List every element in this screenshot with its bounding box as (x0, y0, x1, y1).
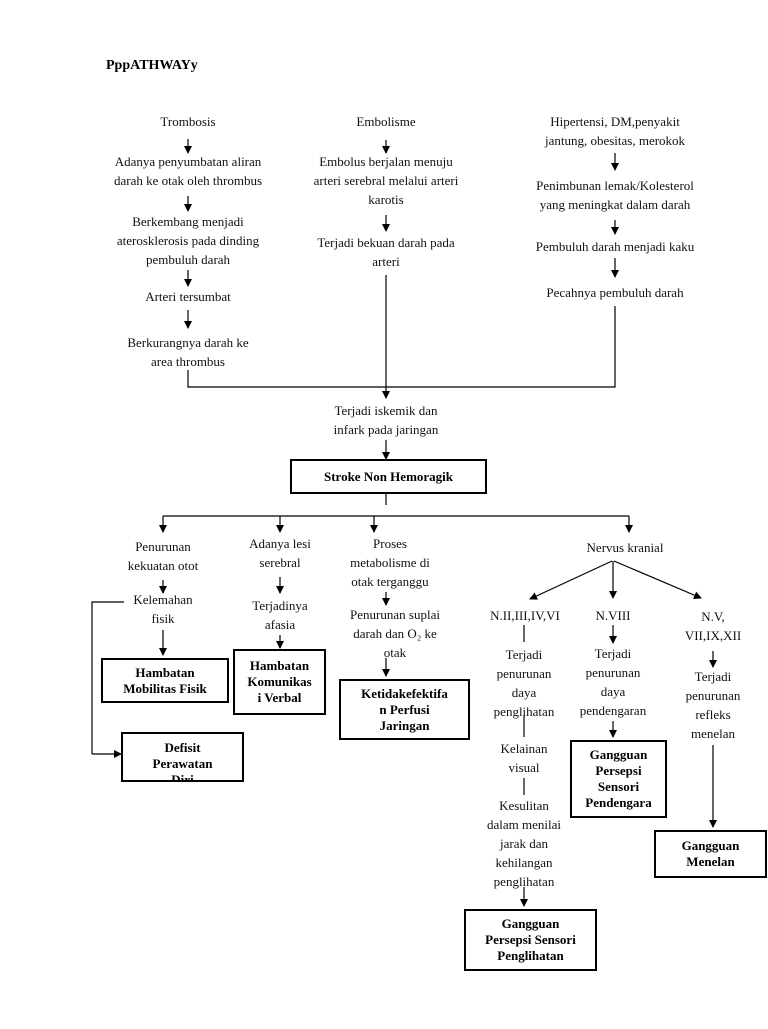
diagnosis-hearing: Gangguan Persepsi Sensori Pendengara (570, 740, 667, 818)
diagnosis-swallow: Gangguan Menelan (654, 830, 767, 878)
visual-step-1: Terjadi penurunan daya penglihatan (493, 647, 555, 719)
diagnosis-mobility: Hambatan Mobilitas Fisik (101, 658, 229, 703)
swallow-step-1: Terjadi penurunan refleks menelan (685, 669, 741, 741)
visual-step-2: Kelainan visual (500, 741, 548, 775)
arrows-motor-branch (91, 580, 167, 758)
motor-step-1: Penurunan kekuatan otot (127, 539, 199, 573)
visual-step-3: Kesulitan dalam menilai jarak dan kehila… (486, 798, 561, 889)
diagnosis-perfusion: Ketidakefektifa n Perfusi Jaringan (339, 679, 470, 740)
hypertension-step-3: Pecahnya pembuluh darah (546, 285, 684, 300)
lesion-step-2: Terjadinya afasia (252, 598, 308, 632)
ischemia-infarct: Terjadi iskemik dan infark pada jaringan (333, 403, 439, 437)
arrows-cranial-branch (520, 560, 717, 907)
merge-lines (159, 275, 633, 533)
cranial-nerve-label: Nervus kranial (586, 540, 664, 555)
nerve-swallow: N.V, VII,IX,XII (684, 609, 742, 643)
motor-step-2: Kelemahan fisik (133, 592, 193, 626)
hearing-step-1: Terjadi penurunan daya pendengaran (579, 646, 647, 718)
diagnosis-self-care: Defisit Perawatan Diri (121, 732, 244, 782)
diagnosis-visual: Gangguan Persepsi Sensori Penglihatan (464, 909, 597, 971)
embolism-step-2: Terjadi bekuan darah pada arteri (317, 235, 455, 269)
lesion-step-1: Adanya lesi serebral (249, 536, 311, 570)
diagnosis-communication: Hambatan Komunikas i Verbal (233, 649, 326, 715)
nerve-hearing: N.VIII (595, 608, 631, 623)
cause-hypertension: Hipertensi, DM,penyakit jantung, obesita… (544, 114, 686, 148)
hypertension-step-2: Pembuluh darah menjadi kaku (535, 239, 695, 254)
thrombosis-step-4: Berkurangnya darah ke area thrombus (127, 335, 249, 369)
stroke-box: Stroke Non Hemoragik (290, 459, 487, 494)
hypertension-step-1: Penimbunan lemak/Kolesterol yang meningk… (536, 178, 694, 212)
nerve-visual: N.II,III,IV,VI (490, 608, 560, 623)
page-title: PppATHWAYy (106, 58, 198, 73)
embolism-step-1: Embolus berjalan menuju arteri serebral … (313, 154, 459, 207)
thrombosis-step-2: Berkembang menjadi aterosklerosis pada d… (116, 214, 260, 267)
metabolism-step-1: Proses metabolisme di otak terganggu (350, 536, 430, 589)
metabolism-step-2: Penurunan suplai darah dan O₂ ke otak (350, 607, 440, 660)
cause-thrombosis: Trombosis (160, 114, 216, 129)
cause-embolism: Embolisme (356, 114, 416, 129)
thrombosis-step-1: Adanya penyumbatan aliran darah ke otak … (113, 154, 262, 188)
thrombosis-step-3: Arteri tersumbat (145, 289, 231, 304)
